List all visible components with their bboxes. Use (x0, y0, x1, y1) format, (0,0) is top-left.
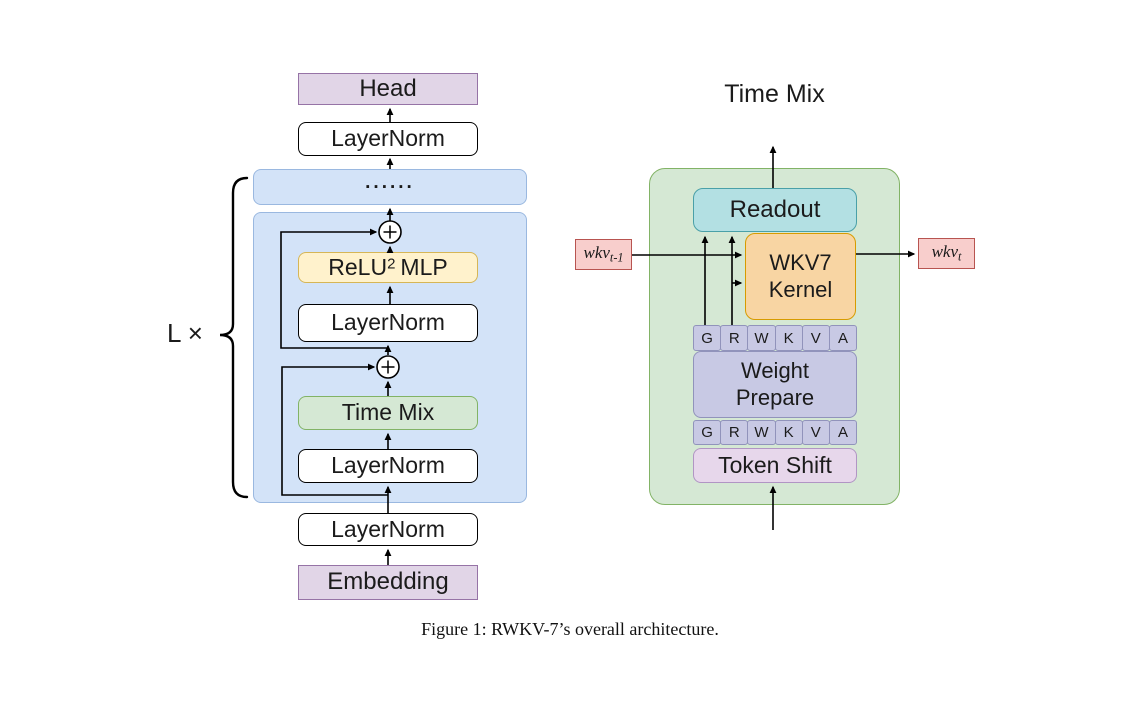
token-shift-box: Token Shift (693, 448, 857, 483)
relu-sup: 2 (387, 254, 396, 272)
gate-cell-a: A (828, 420, 858, 445)
gate-cell-g: G (693, 420, 722, 445)
readout-label: Readout (729, 195, 821, 223)
gate-cell-k: K (774, 420, 803, 445)
kernel-line2: Kernel (768, 276, 833, 302)
embedding-label: Embedding (327, 568, 449, 596)
relu-rest: MLP (400, 253, 448, 280)
layernorm-label: LayerNorm (331, 309, 445, 336)
gate-cell-r: R (720, 420, 749, 445)
weight-prepare-box: Weight Prepare (693, 351, 857, 418)
wkv-next-state-box: wkvt (918, 238, 975, 269)
weight-prepare-line1: Weight (740, 358, 810, 384)
time-mix-label: Time Mix (341, 399, 435, 426)
layernorm-label: LayerNorm (331, 452, 445, 479)
gate-cell-r: R (720, 325, 749, 351)
gate-cell-k: K (774, 325, 803, 351)
layernorm-box-mid: LayerNorm (298, 304, 478, 342)
readout-box: Readout (693, 188, 857, 232)
wkv-next-base: wkv (931, 242, 959, 262)
wkv-prev-label: wkvt-1 (583, 243, 623, 265)
repeat-brace (219, 176, 249, 499)
layernorm-box-low: LayerNorm (298, 449, 478, 483)
gate-row-top: G R W K V A (693, 325, 858, 351)
head-label: Head (359, 74, 417, 102)
gate-row-bottom: G R W K V A (693, 420, 858, 445)
wkv-prev-sub: t-1 (609, 251, 624, 265)
gate-cell-a: A (828, 325, 858, 351)
gate-cell-v: V (801, 420, 830, 445)
head-box: Head (298, 73, 478, 105)
relu-base: ReLU (328, 253, 388, 280)
layernorm-box-top: LayerNorm (298, 122, 478, 156)
token-shift-label: Token Shift (718, 451, 832, 478)
time-mix-box-left: Time Mix (298, 396, 478, 430)
time-mix-title: Time Mix (724, 80, 825, 108)
wkv7-kernel-label: WKV7 Kernel (769, 250, 833, 303)
layernorm-box-input: LayerNorm (298, 513, 478, 546)
layernorm-label: LayerNorm (331, 125, 445, 152)
wkv-next-label: wkvt (932, 242, 962, 264)
repeat-count-label: L × (167, 318, 203, 348)
repeated-layers-ellipsis-box: ...... (253, 169, 527, 205)
weight-prepare-line2: Prepare (735, 384, 815, 410)
ellipsis-dots: ...... (365, 172, 415, 194)
gate-cell-g: G (693, 325, 722, 351)
gate-cell-w: W (747, 325, 776, 351)
figure-caption: Figure 1: RWKV-7’s overall architecture. (421, 619, 719, 639)
layernorm-label: LayerNorm (331, 515, 445, 542)
embedding-box: Embedding (298, 565, 478, 600)
weight-prepare-label: Weight Prepare (736, 358, 814, 411)
wkv-prev-base: wkv (583, 243, 610, 263)
wkv7-kernel-box: WKV7 Kernel (745, 233, 856, 320)
wkv-next-sub: t (958, 250, 962, 264)
kernel-line1: WKV7 (769, 250, 832, 276)
gate-cell-w: W (747, 420, 776, 445)
gate-cell-v: V (801, 325, 830, 351)
wkv-prev-state-box: wkvt-1 (575, 239, 632, 270)
